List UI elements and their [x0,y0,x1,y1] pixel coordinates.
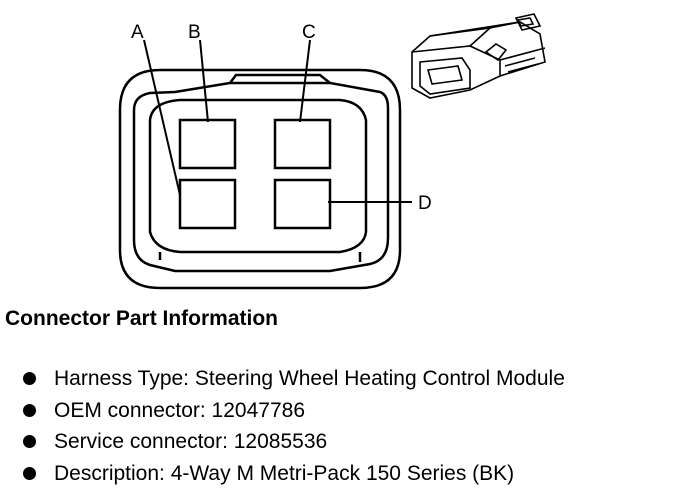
leader-line-a [143,39,181,196]
info-item-service-connector: Service connector: 12085536 [0,426,565,458]
leader-line-c [299,39,311,123]
leader-line-b [199,39,209,123]
bullet-icon [23,466,36,480]
callout-label-a: A [131,22,144,43]
cavity-frame-bottom-step [158,252,362,262]
callout-label-d: D [418,193,432,214]
section-title: Connector Part Information [5,307,279,330]
terminal-cavity-c [273,118,332,170]
connector-housing-outer [118,68,402,290]
bullet-icon [23,372,36,385]
callout-label-b: B [188,22,201,43]
connector-housing-inner [132,73,390,273]
callout-label-c: C [302,22,316,43]
terminal-cavity-b [178,118,237,170]
info-item-text: Service connector: 12085536 [54,430,328,453]
connector-info-list: Harness Type: Steering Wheel Heating Con… [0,363,565,489]
info-item-harness-type: Harness Type: Steering Wheel Heating Con… [0,363,565,395]
connector-isometric-view [411,13,546,99]
info-item-description: Description: 4-Way M Metri-Pack 150 Seri… [0,458,565,490]
info-item-text: Harness Type: Steering Wheel Heating Con… [54,367,565,390]
terminal-cavity-d [273,178,332,230]
bullet-icon [23,435,36,448]
terminal-cavity-a [178,178,237,230]
bullet-icon [23,403,36,417]
connector-face-diagram: A B C D [118,13,546,290]
info-item-oem-connector: OEM connector: 12047786 [0,395,565,427]
cavity-frame [148,98,368,254]
info-item-text: OEM connector: 12047786 [54,398,305,422]
info-item-text: Description: 4-Way M Metri-Pack 150 Seri… [54,461,515,485]
